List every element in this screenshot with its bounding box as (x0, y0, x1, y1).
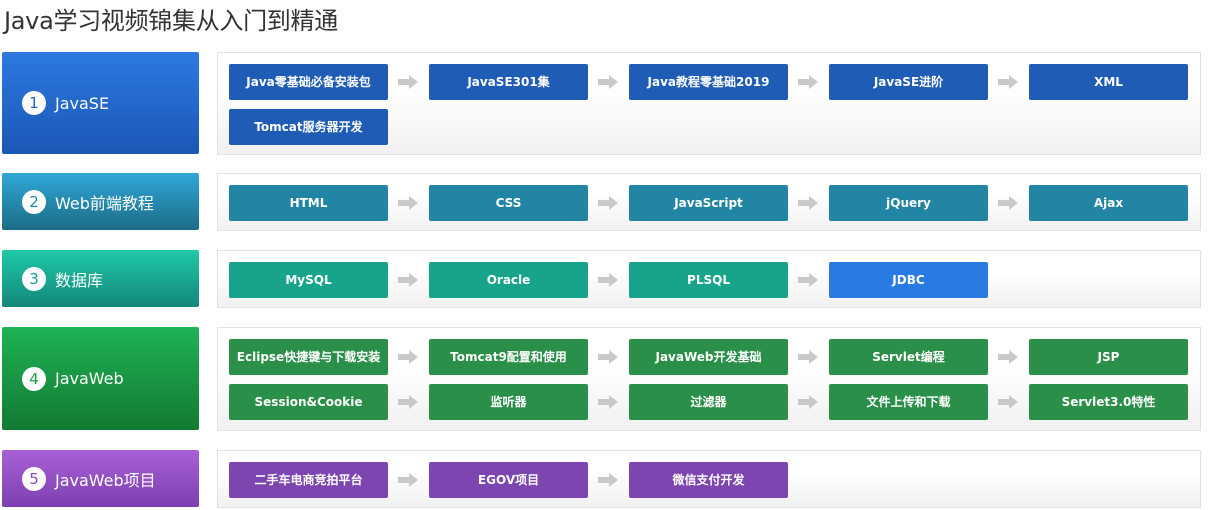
course-button[interactable]: JavaScript (629, 185, 788, 221)
course-button[interactable]: Servlet编程 (829, 339, 988, 375)
stage-label: JavaWeb项目 (55, 470, 156, 490)
course-button[interactable]: JavaSE进阶 (829, 64, 988, 100)
course-button[interactable]: MySQL (229, 262, 388, 298)
right-arrow-icon (598, 395, 618, 409)
course-button[interactable]: EGOV项目 (429, 462, 588, 498)
right-arrow-icon (598, 196, 618, 210)
page-title: Java学习视频锦集从入门到精通 (4, 7, 338, 35)
right-arrow-icon (398, 196, 418, 210)
course-button[interactable]: JSP (1029, 339, 1188, 375)
course-button[interactable]: HTML (229, 185, 388, 221)
right-arrow-icon (398, 350, 418, 364)
right-arrow-icon (798, 395, 818, 409)
stage-number-badge: 4 (22, 366, 46, 391)
right-arrow-icon (598, 273, 618, 287)
right-arrow-icon (798, 350, 818, 364)
course-button[interactable]: Java教程零基础2019 (629, 64, 788, 100)
right-arrow-icon (398, 75, 418, 89)
course-button[interactable]: 微信支付开发 (629, 462, 788, 498)
course-button[interactable]: Tomcat服务器开发 (229, 109, 388, 145)
right-arrow-icon (398, 473, 418, 487)
course-button[interactable]: Session&Cookie (229, 384, 388, 420)
stage-1-panel: Java零基础必备安装包 JavaSE301集 Java教程零基础2019 JavaS… (217, 52, 1201, 155)
course-button[interactable]: jQuery (829, 185, 988, 221)
right-arrow-icon (798, 273, 818, 287)
course-button[interactable]: Ajax (1029, 185, 1188, 221)
right-arrow-icon (398, 273, 418, 287)
stage-number-badge: 5 (22, 466, 46, 491)
course-button[interactable]: JDBC (829, 262, 988, 298)
stage-4-panel: Eclipse快捷键与下载安装 Tomcat9配置和使用 JavaWeb开发基础 Se… (217, 327, 1201, 431)
stage-2-panel: HTML CSS JavaScript jQuery Ajax (217, 173, 1201, 231)
course-button[interactable]: CSS (429, 185, 588, 221)
right-arrow-icon (998, 395, 1018, 409)
right-arrow-icon (598, 75, 618, 89)
stage-2-header: 2 Web前端教程 (2, 173, 199, 230)
course-button[interactable]: Eclipse快捷键与下载安装 (229, 339, 388, 375)
course-button[interactable]: JavaWeb开发基础 (629, 339, 788, 375)
course-button[interactable]: 监听器 (429, 384, 588, 420)
right-arrow-icon (398, 395, 418, 409)
right-arrow-icon (798, 75, 818, 89)
stage-label: JavaSE (55, 93, 110, 113)
right-arrow-icon (598, 473, 618, 487)
right-arrow-icon (998, 196, 1018, 210)
stage-5-panel: 二手车电商竞拍平台 EGOV项目 微信支付开发 (217, 450, 1201, 508)
stage-5-header: 5 JavaWeb项目 (2, 450, 199, 507)
course-button[interactable]: 二手车电商竞拍平台 (229, 462, 388, 498)
course-button[interactable]: Tomcat9配置和使用 (429, 339, 588, 375)
right-arrow-icon (798, 196, 818, 210)
course-button[interactable]: 过滤器 (629, 384, 788, 420)
stage-label: Web前端教程 (55, 193, 154, 213)
stage-number-badge: 2 (22, 189, 46, 214)
course-button[interactable]: 文件上传和下载 (829, 384, 988, 420)
stage-number-badge: 3 (22, 266, 46, 291)
stage-1-header: 1 JavaSE (2, 52, 199, 154)
right-arrow-icon (998, 350, 1018, 364)
right-arrow-icon (998, 75, 1018, 89)
stage-label: 数据库 (55, 270, 104, 290)
course-button[interactable]: Oracle (429, 262, 588, 298)
stage-number-badge: 1 (22, 91, 46, 115)
stage-3-panel: MySQL Oracle PLSQL JDBC (217, 250, 1201, 308)
course-button[interactable]: Servlet3.0特性 (1029, 384, 1188, 420)
course-button[interactable]: XML (1029, 64, 1188, 100)
right-arrow-icon (598, 350, 618, 364)
course-button[interactable]: PLSQL (629, 262, 788, 298)
course-button[interactable]: JavaSE301集 (429, 64, 588, 100)
stage-4-header: 4 JavaWeb (2, 327, 199, 430)
course-button[interactable]: Java零基础必备安装包 (229, 64, 388, 100)
stage-3-header: 3 数据库 (2, 250, 199, 307)
stage-label: JavaWeb (55, 369, 124, 388)
